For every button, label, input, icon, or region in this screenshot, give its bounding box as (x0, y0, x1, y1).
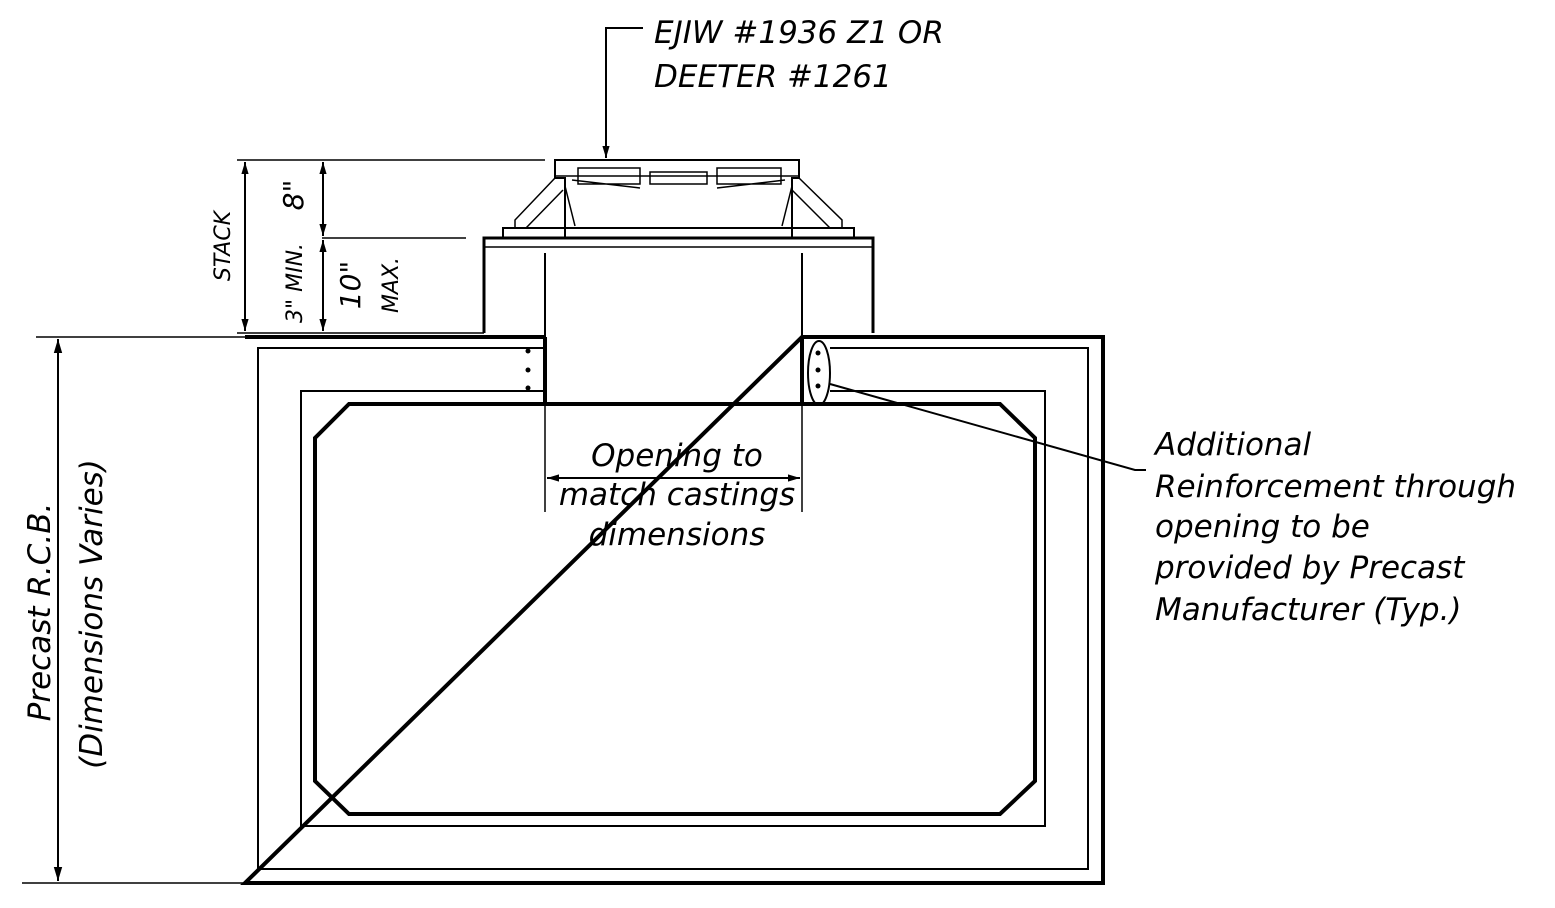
opening-label-line3: dimensions (589, 517, 766, 553)
additional-reinforcement-ellipse (807, 340, 831, 406)
reinforcement-leader (829, 383, 1146, 471)
max-height-label: MAX. (379, 257, 404, 313)
opening-label-line1: Opening to (591, 438, 763, 474)
casting-grate-bars (564, 167, 793, 227)
casting-frame-grate (502, 159, 855, 239)
reinforcement-line3: opening to be (1155, 509, 1370, 545)
slab-opening-edges (543, 337, 804, 404)
box-outer-wall (240, 335, 1105, 885)
opening-label-line2: match castings (559, 477, 795, 513)
box-culvert (240, 335, 1105, 885)
min-height-label: 3" MIN. (283, 243, 308, 323)
max-height-value: 10" (334, 261, 367, 310)
reinforcement-callout: Additional Reinforcement through opening… (829, 383, 1516, 628)
casting-callout: EJIW #1936 Z1 OR DEETER #1261 (602, 15, 944, 158)
casting-callout-line2: DEETER #1261 (654, 59, 892, 95)
reinforcement-line5: Manufacturer (Typ.) (1155, 592, 1462, 628)
reinforcement-line2: Reinforcement through (1155, 469, 1516, 505)
casting-left-rib (514, 177, 564, 229)
box-inner-reinforcement (300, 390, 1046, 827)
riser-outline (482, 236, 875, 333)
riser-stack (482, 236, 875, 337)
stack-dimensions: STACK 8" 3" MIN. 10" MAX. (211, 159, 545, 334)
riser-opening-hidden-lines (544, 253, 803, 337)
stack-label: STACK (211, 209, 236, 281)
box-interior-opening (313, 402, 1037, 816)
casting-height-label: 8" (277, 180, 310, 211)
casting-callout-line1: EJIW #1936 Z1 OR (654, 15, 944, 51)
reinforcement-line1: Additional (1153, 427, 1312, 463)
casting-right-rib (791, 177, 843, 229)
box-label-line2: (Dimensions Varies) (74, 459, 110, 769)
box-label-line1: Precast R.C.B. (22, 503, 58, 722)
box-height-dimension: Precast R.C.B. (Dimensions Varies) (22, 336, 245, 884)
rebar-dots (525, 348, 821, 391)
casting-leader (602, 27, 643, 158)
casting-frame-body (554, 159, 800, 239)
reinforcement-line4: provided by Precast (1154, 550, 1466, 586)
box-outer-reinforcement (257, 347, 1089, 870)
opening-dimension: Opening to match castings dimensions (544, 404, 803, 553)
